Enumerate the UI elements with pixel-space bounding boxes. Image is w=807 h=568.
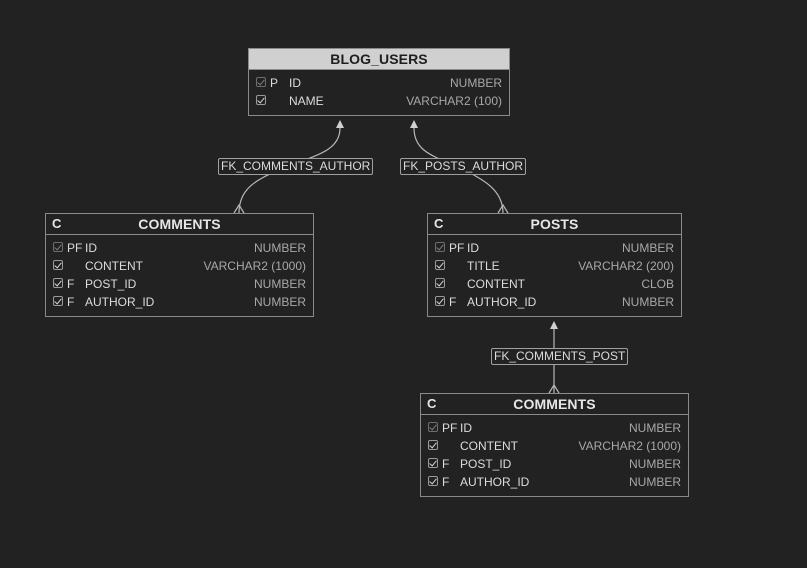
key-flag: PF [67, 241, 83, 255]
checkbox-icon[interactable] [435, 278, 445, 288]
column-name: NAME [289, 94, 324, 108]
entity-header: C COMMENTS [46, 214, 313, 235]
key-flag: F [449, 295, 457, 309]
key-flag: PF [449, 241, 465, 255]
entity-kind: C [52, 216, 62, 231]
column-type: NUMBER [628, 457, 681, 471]
checkbox-icon[interactable] [428, 422, 438, 432]
key-flag: P [270, 76, 279, 90]
key-flag: F [67, 277, 75, 291]
entity-kind: C [427, 396, 437, 411]
checkbox-icon[interactable] [256, 95, 266, 105]
column-type: NUMBER [253, 241, 306, 255]
crows-foot-posts [497, 203, 509, 214]
key-flag: F [442, 457, 450, 471]
fk-comments-post-label[interactable]: FK_COMMENTS_POST [491, 348, 629, 365]
arrow-head-blog-users-right [410, 120, 418, 128]
column-type: VARCHAR2 (1000) [578, 439, 681, 453]
entity-title: COMMENTS [513, 396, 596, 412]
column-type: NUMBER [253, 295, 306, 309]
entity-title: COMMENTS [138, 216, 221, 232]
checkbox-icon[interactable] [435, 242, 445, 252]
entity-posts[interactable]: C POSTS PF ID NUMBER TITLE VARCHAR2 (200… [427, 213, 682, 317]
column-row[interactable]: PF ID NUMBER [428, 240, 681, 258]
column-type: VARCHAR2 (100) [406, 94, 502, 108]
column-type: CLOB [641, 277, 674, 291]
checkbox-icon[interactable] [53, 242, 63, 252]
column-row[interactable]: CONTENT VARCHAR2 (1000) [46, 258, 313, 276]
column-name: CONTENT [460, 439, 518, 453]
fk-comments-author-label[interactable]: FK_COMMENTS_AUTHOR [218, 158, 374, 175]
column-name: CONTENT [85, 259, 143, 273]
column-name: CONTENT [467, 277, 525, 291]
checkbox-icon[interactable] [53, 260, 63, 270]
column-type: NUMBER [253, 277, 306, 291]
column-row[interactable]: TITLE VARCHAR2 (200) [428, 258, 681, 276]
arrow-head-blog-users-left [336, 120, 344, 128]
entity-title: POSTS [530, 216, 579, 232]
column-name: AUTHOR_ID [460, 475, 530, 489]
column-row[interactable]: F POST_ID NUMBER [46, 276, 313, 294]
checkbox-icon[interactable] [53, 278, 63, 288]
column-type: NUMBER [628, 421, 681, 435]
entity-comments-bottom[interactable]: C COMMENTS PF ID NUMBER CONTENT VARCHAR2… [420, 393, 689, 497]
column-type: VARCHAR2 (200) [578, 259, 674, 273]
checkbox-icon[interactable] [53, 296, 63, 306]
checkbox-icon[interactable] [435, 296, 445, 306]
column-type: NUMBER [449, 76, 502, 90]
checkbox-icon[interactable] [256, 77, 266, 87]
column-name: AUTHOR_ID [467, 295, 537, 309]
key-flag: F [67, 295, 75, 309]
column-type: NUMBER [621, 241, 674, 255]
checkbox-icon[interactable] [435, 260, 445, 270]
crows-foot-comments-left [233, 203, 245, 214]
column-row[interactable]: PF ID NUMBER [46, 240, 313, 258]
column-name: POST_ID [85, 277, 137, 291]
column-row[interactable]: F AUTHOR_ID NUMBER [428, 294, 681, 312]
column-type: VARCHAR2 (1000) [203, 259, 306, 273]
crows-foot-comments-bottom [548, 383, 560, 394]
column-type: NUMBER [621, 295, 674, 309]
column-row[interactable]: F AUTHOR_ID NUMBER [421, 474, 688, 492]
column-name: ID [289, 76, 301, 90]
checkbox-icon[interactable] [428, 440, 438, 450]
entity-header: BLOG_USERS [249, 49, 509, 70]
column-name: TITLE [467, 259, 500, 273]
checkbox-icon[interactable] [428, 476, 438, 486]
column-name: ID [467, 241, 479, 255]
entity-kind: C [434, 216, 444, 231]
column-row[interactable]: PF ID NUMBER [421, 420, 688, 438]
entity-header: C POSTS [428, 214, 681, 235]
entity-blog-users[interactable]: BLOG_USERS P ID NUMBER NAME VARCHAR2 (10… [248, 48, 510, 116]
arrow-head-posts [550, 321, 558, 329]
entity-comments-left[interactable]: C COMMENTS PF ID NUMBER CONTENT VARCHAR2… [45, 213, 314, 317]
column-row[interactable]: F AUTHOR_ID NUMBER [46, 294, 313, 312]
entity-header: C COMMENTS [421, 394, 688, 415]
column-type: NUMBER [628, 475, 681, 489]
column-row[interactable]: F POST_ID NUMBER [421, 456, 688, 474]
column-name: AUTHOR_ID [85, 295, 155, 309]
column-row[interactable]: P ID NUMBER [249, 75, 509, 93]
column-name: ID [460, 421, 472, 435]
fk-posts-author-label[interactable]: FK_POSTS_AUTHOR [400, 158, 527, 175]
column-row[interactable]: NAME VARCHAR2 (100) [249, 93, 509, 111]
checkbox-icon[interactable] [428, 458, 438, 468]
key-flag: PF [442, 421, 458, 435]
column-row[interactable]: CONTENT VARCHAR2 (1000) [421, 438, 688, 456]
column-row[interactable]: CONTENT CLOB [428, 276, 681, 294]
entity-title: BLOG_USERS [330, 51, 428, 67]
column-name: POST_ID [460, 457, 512, 471]
column-name: ID [85, 241, 97, 255]
key-flag: F [442, 475, 450, 489]
